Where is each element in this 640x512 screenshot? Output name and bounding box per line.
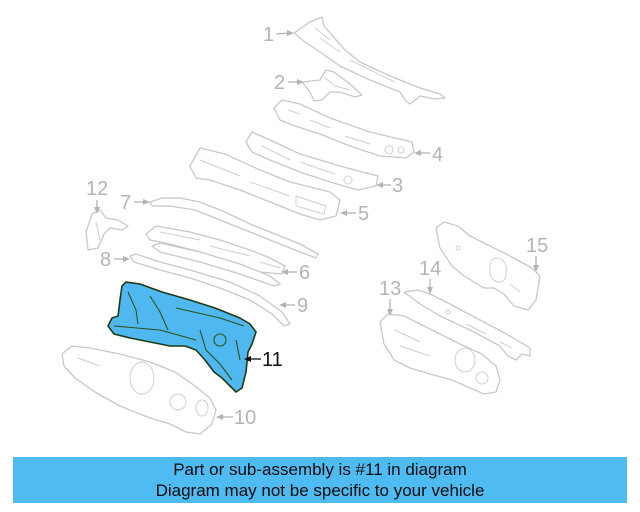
callout-9[interactable]: 9 xyxy=(279,295,308,317)
callout-8[interactable]: 8 xyxy=(100,249,130,271)
callout-12[interactable]: 12 xyxy=(86,178,108,214)
callout-1[interactable]: 1 xyxy=(263,24,294,46)
part-15-insulator[interactable] xyxy=(435,221,541,311)
callout-14[interactable]: 14 xyxy=(419,258,441,294)
part-14-strip[interactable] xyxy=(403,289,531,361)
svg-text:3: 3 xyxy=(392,175,403,197)
callout-3[interactable]: 3 xyxy=(376,175,403,197)
svg-text:7: 7 xyxy=(120,192,131,214)
callout-5[interactable]: 5 xyxy=(340,203,369,225)
svg-text:15: 15 xyxy=(526,235,548,257)
callout-15[interactable]: 15 xyxy=(526,235,548,272)
svg-text:2: 2 xyxy=(274,72,285,94)
svg-text:1: 1 xyxy=(263,24,274,46)
svg-text:11: 11 xyxy=(262,349,283,371)
svg-text:12: 12 xyxy=(86,178,108,200)
part-4-reinforcement[interactable] xyxy=(273,99,415,159)
svg-text:8: 8 xyxy=(100,249,111,271)
svg-text:14: 14 xyxy=(419,258,441,280)
svg-text:4: 4 xyxy=(432,144,443,166)
part-12-bracket[interactable] xyxy=(85,209,129,251)
part-7-seal[interactable] xyxy=(149,197,319,259)
part-11-dash-panel-highlighted[interactable] xyxy=(107,281,257,393)
part-10-insulator[interactable] xyxy=(61,345,217,435)
part-8-seal[interactable] xyxy=(129,253,291,327)
part-3-cowl-panel[interactable] xyxy=(245,131,379,191)
banner-line-part-number: Part or sub-assembly is #11 in diagram xyxy=(173,460,467,479)
callout-10[interactable]: 10 xyxy=(216,407,256,429)
part-13-dash-panel[interactable] xyxy=(379,313,501,395)
banner-line-disclaimer: Diagram may not be specific to your vehi… xyxy=(155,481,485,500)
parts-diagram: 1 2 4 3 5 7 12 8 6 9 xyxy=(61,16,548,435)
part-5-plenum[interactable] xyxy=(189,147,341,221)
callout-7[interactable]: 7 xyxy=(120,192,150,214)
part-6-grille[interactable] xyxy=(145,225,286,287)
part-2-bracket[interactable] xyxy=(301,69,363,102)
svg-text:5: 5 xyxy=(358,203,369,225)
part-1-cowl-panel[interactable] xyxy=(293,16,446,105)
svg-text:10: 10 xyxy=(234,407,256,429)
callout-13[interactable]: 13 xyxy=(379,278,401,316)
svg-text:9: 9 xyxy=(297,295,308,317)
callout-4[interactable]: 4 xyxy=(414,144,443,166)
callout-6[interactable]: 6 xyxy=(281,262,310,284)
svg-text:6: 6 xyxy=(299,262,310,284)
callout-11[interactable]: 11 xyxy=(244,349,283,371)
info-banner: Part or sub-assembly is #11 in diagram D… xyxy=(13,457,627,503)
svg-text:13: 13 xyxy=(379,278,401,300)
callout-2[interactable]: 2 xyxy=(274,72,304,94)
